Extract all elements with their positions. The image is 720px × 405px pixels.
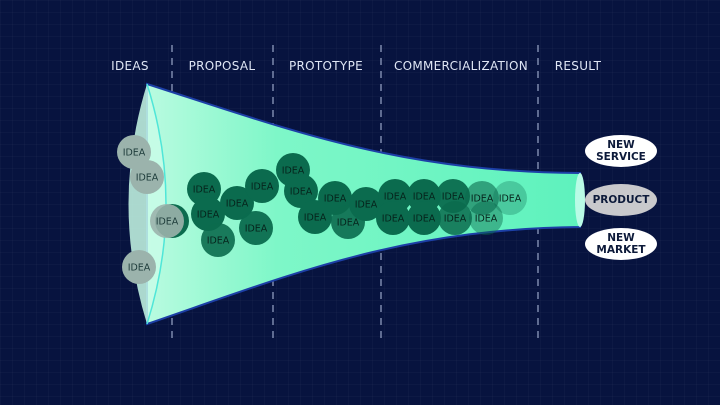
stage-label-commercialization: COMMERCIALIZATION: [393, 59, 529, 73]
idea-circle: [130, 160, 164, 194]
idea-label: IDEA: [337, 218, 360, 229]
funnel-outlet: [575, 173, 585, 227]
idea-label: IDEA: [384, 192, 407, 203]
idea-circle: [438, 201, 472, 235]
idea-circle: [220, 186, 254, 220]
idea-label: IDEA: [193, 185, 216, 196]
stage-label-ideas: IDEAS: [111, 59, 149, 73]
idea-label: IDEA: [413, 192, 436, 203]
idea-label: IDEA: [324, 194, 347, 205]
idea-label: IDEA: [471, 194, 494, 205]
result-new-service: NEW SERVICE: [585, 135, 657, 167]
result-new-market: NEW MARKET: [585, 228, 657, 260]
idea-label: IDEA: [156, 217, 179, 228]
result-label: NEW SERVICE: [596, 139, 646, 163]
idea-circle: [376, 201, 410, 235]
idea-label: IDEA: [128, 263, 151, 274]
stage-label-proposal: PROPOSAL: [188, 59, 256, 73]
idea-label: IDEA: [444, 214, 467, 225]
idea-label: IDEA: [355, 200, 378, 211]
result-product: PRODUCT: [585, 184, 657, 216]
idea-label: IDEA: [282, 166, 305, 177]
idea-label: IDEA: [413, 214, 436, 225]
idea-circle: [407, 201, 441, 235]
idea-label: IDEA: [290, 187, 313, 198]
idea-circle: [117, 135, 151, 169]
idea-circle: [150, 204, 184, 238]
idea-label: IDEA: [304, 213, 327, 224]
idea-label: IDEA: [245, 224, 268, 235]
idea-label: IDEA: [123, 148, 146, 159]
idea-circle: [469, 201, 503, 235]
idea-circle: [122, 250, 156, 284]
idea-circle: [201, 223, 235, 257]
idea-circle: [191, 197, 225, 231]
idea-label: IDEA: [475, 214, 498, 225]
idea-circle: [239, 211, 273, 245]
idea-label: IDEA: [197, 210, 220, 221]
funnel-mouth-rim: [146, 83, 167, 325]
idea-circle: [349, 187, 383, 221]
idea-label: IDEA: [136, 173, 159, 184]
idea-label: IDEA: [226, 199, 249, 210]
idea-label: IDEA: [442, 192, 465, 203]
idea-circle: [245, 169, 279, 203]
idea-label: IDEA: [382, 214, 405, 225]
idea-label: IDEA: [251, 182, 274, 193]
idea-circle: [284, 174, 318, 208]
idea-circle: [493, 181, 527, 215]
stage-label-result: RESULT: [554, 59, 602, 73]
result-label: NEW MARKET: [596, 232, 646, 256]
idea-label: IDEA: [499, 194, 522, 205]
idea-circle: [465, 181, 499, 215]
result-label: PRODUCT: [592, 194, 650, 206]
idea-circle: [187, 172, 221, 206]
stage-label-prototype: PROTOTYPE: [289, 59, 363, 73]
idea-label: IDEA: [207, 236, 230, 247]
